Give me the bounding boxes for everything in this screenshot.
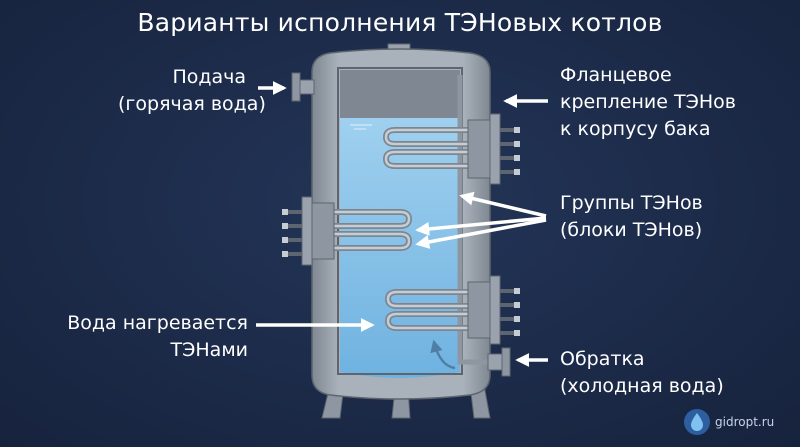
flange-left-middle — [282, 196, 335, 266]
label-water: Вода нагревается ТЭНами — [40, 310, 248, 364]
water-drop-logo-icon — [684, 409, 710, 435]
label-flange-line-1: Фланцевое — [560, 64, 672, 86]
flange-right-lower — [467, 275, 520, 345]
flow-arrow-icon — [430, 339, 456, 370]
label-flange-line-2: крепление ТЭНов — [560, 91, 736, 113]
supply-nozzle — [291, 72, 315, 102]
label-groups-line-1: Группы ТЭНов — [560, 192, 703, 214]
arrow-groups-1 — [459, 191, 547, 218]
tank-interior-air — [340, 70, 460, 120]
return-nozzle — [487, 347, 511, 377]
arrow-groups-2 — [415, 216, 547, 236]
arrow-groups-3 — [415, 218, 547, 249]
label-groups: Группы ТЭНов (блоки ТЭНов) — [560, 190, 703, 244]
label-water-line-2: ТЭНами — [170, 339, 248, 361]
label-groups-line-2: (блоки ТЭНов) — [560, 219, 703, 241]
flange-right-upper — [467, 113, 520, 185]
label-return-line-1: Обратка — [560, 348, 645, 370]
page-title: Варианты исполнения ТЭНовых котлов — [137, 8, 663, 37]
label-water-line-1: Вода нагревается — [67, 312, 248, 334]
label-supply-line-2: (горячая вода) — [118, 93, 266, 115]
watermark-text: gidropt.ru — [715, 415, 775, 429]
label-supply-line-1: Подача — [172, 66, 246, 88]
label-supply: Подача (горячая вода) — [118, 64, 266, 118]
return-dip-tube — [457, 75, 490, 365]
label-return-line-2: (холодная вода) — [560, 375, 724, 397]
watermark: gidropt.ru — [683, 405, 774, 439]
label-flange: Фланцевое крепление ТЭНов к корпусу бака — [560, 62, 736, 143]
label-flange-line-3: к корпусу бака — [560, 118, 711, 140]
label-return: Обратка (холодная вода) — [560, 346, 724, 400]
callout-arrows — [256, 81, 548, 367]
